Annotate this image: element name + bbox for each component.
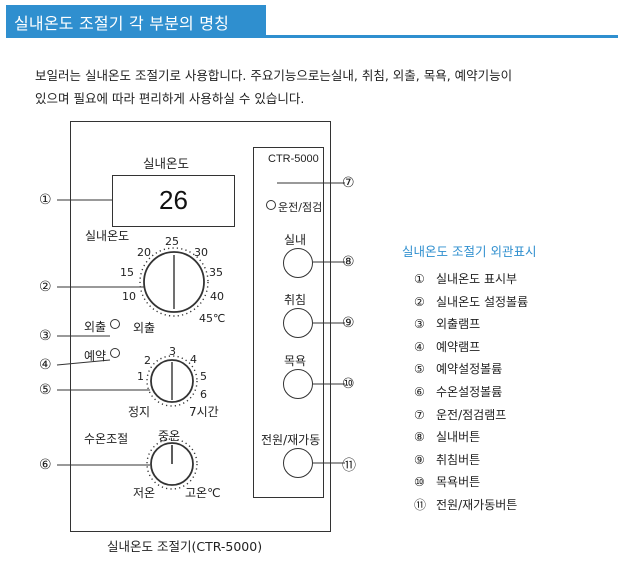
run-check-label: 운전/점검 xyxy=(278,201,323,214)
callout-5: ⑤ xyxy=(39,382,52,398)
indoor-button[interactable] xyxy=(283,248,313,278)
bath-button[interactable] xyxy=(283,369,313,399)
intro-text: 보일러는 실내온도 조절기로 사용합니다. 주요기능으로는실내, 취침, 외출,… xyxy=(35,64,605,110)
timer-tick-1: 1 xyxy=(137,370,144,383)
power-reset-button-label: 전원/재가동 xyxy=(261,433,321,447)
timer-tick-4: 4 xyxy=(190,353,197,366)
callout-10: ⑩ xyxy=(342,376,355,392)
temp-tick-25: 25 xyxy=(165,235,179,248)
temperature-display: 26 xyxy=(112,175,235,227)
callout-3: ③ xyxy=(39,328,52,344)
model-label: CTR-5000 xyxy=(268,153,319,165)
timer-stop-label: 정지 xyxy=(128,405,151,419)
temp-tick-20: 20 xyxy=(137,246,151,259)
run-check-lamp xyxy=(266,200,276,210)
water-high-label: 고온℃ xyxy=(185,486,221,500)
sleep-button-label: 취침 xyxy=(284,293,307,307)
section-header: 실내온도 조절기 각 부분의 명칭 xyxy=(6,5,266,35)
header-rule xyxy=(6,35,618,38)
figure-caption: 실내온도 조절기(CTR-5000) xyxy=(107,539,263,554)
out-mode-label: 외출 xyxy=(133,321,156,335)
bath-button-label: 목욕 xyxy=(284,354,307,368)
thermostat-body xyxy=(70,121,331,532)
power-reset-button[interactable] xyxy=(283,448,313,478)
water-low-label: 저온 xyxy=(133,486,156,500)
timer-tick-2: 2 xyxy=(144,354,151,367)
legend-title: 실내온도 조절기 외관표시 xyxy=(402,244,537,259)
water-dial-ticks xyxy=(146,438,198,490)
water-mid-label: 중온 xyxy=(158,429,181,443)
callout-4: ④ xyxy=(39,357,52,373)
out-lamp-label: 외출 xyxy=(84,320,107,334)
temp-tick-15: 15 xyxy=(120,266,134,279)
reserve-lamp xyxy=(110,348,120,358)
temp-tick-35: 35 xyxy=(209,266,223,279)
section-title: 실내온도 조절기 각 부분의 명칭 xyxy=(14,14,230,33)
callout-2: ② xyxy=(39,279,52,295)
reserve-lamp-label: 예약 xyxy=(84,349,107,363)
callout-1: ① xyxy=(39,192,52,208)
callout-8: ⑧ xyxy=(342,254,355,270)
temperature-value: 26 xyxy=(159,185,188,215)
out-lamp xyxy=(110,319,120,329)
sleep-button[interactable] xyxy=(283,308,313,338)
intro-line-2: 있으며 필요에 따라 편리하게 사용하실 수 있습니다. xyxy=(35,91,305,106)
temp-tick-30: 30 xyxy=(194,246,208,259)
display-label: 실내온도 xyxy=(143,156,190,171)
timer-end-label: 7시간 xyxy=(189,405,219,419)
leader-line-4 xyxy=(56,359,111,366)
timer-tick-6: 6 xyxy=(200,388,207,401)
intro-line-1: 보일러는 실내온도 조절기로 사용합니다. 주요기능으로는실내, 취침, 외출,… xyxy=(35,68,513,83)
timer-tick-3: 3 xyxy=(169,345,176,358)
temp-tick-40: 40 xyxy=(210,290,224,303)
indoor-button-label: 실내 xyxy=(284,233,307,247)
timer-tick-5: 5 xyxy=(200,370,207,383)
callout-11: ⑪ xyxy=(342,458,356,474)
temp-tick-10: 10 xyxy=(122,290,136,303)
timer-dial-ticks xyxy=(146,355,198,407)
callout-6: ⑥ xyxy=(39,457,52,473)
temp-tick-45: 45℃ xyxy=(199,312,226,325)
water-dial-label: 수온조절 xyxy=(84,432,129,446)
temp-dial-label: 실내온도 xyxy=(85,229,130,243)
temp-dial-ticks xyxy=(139,247,209,317)
callout-7: ⑦ xyxy=(342,175,355,191)
callout-9: ⑨ xyxy=(342,315,355,331)
